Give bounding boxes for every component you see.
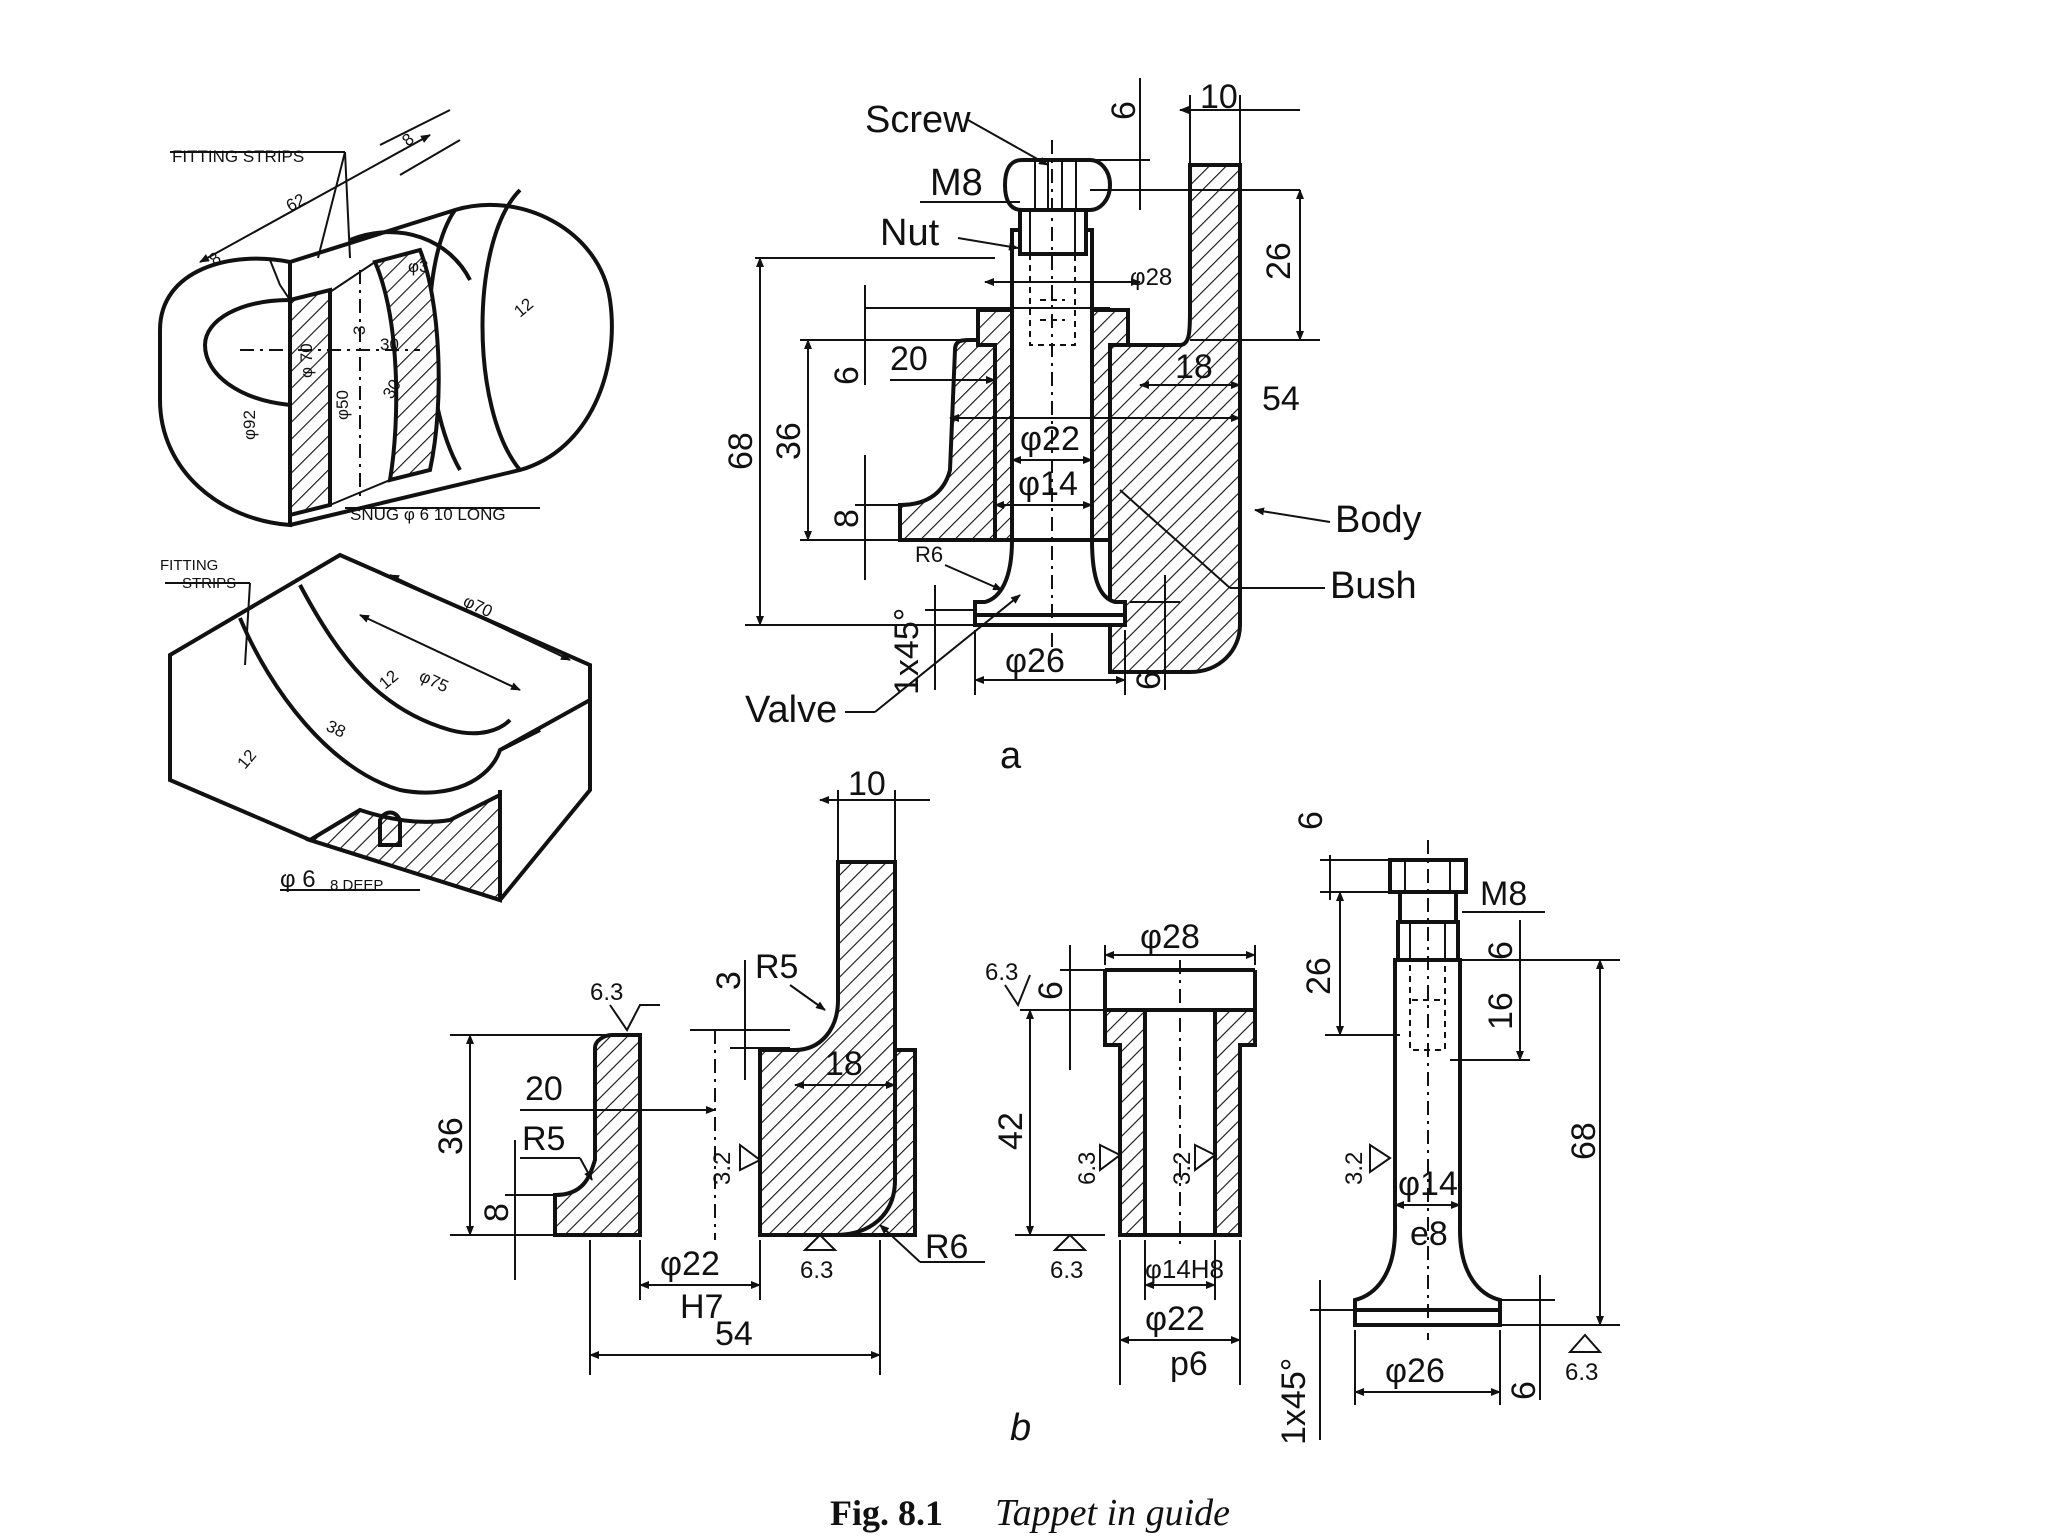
- asm-dim-6: 6: [828, 366, 866, 385]
- valve-dim-chamfer: 1x45°: [1275, 1358, 1313, 1445]
- body-fin-3-2: 3.2: [709, 1152, 736, 1185]
- body-dim-3: 3: [710, 971, 748, 990]
- view-label-a: a: [1000, 735, 1022, 777]
- label-nut: Nut: [880, 212, 940, 254]
- asm-dim-6-top: 6: [1105, 101, 1143, 120]
- iso-guide-top: FITTING STRIPS 8 8 62 φ3 12 φ 70 3 30 30…: [158, 109, 614, 528]
- iso-dim-30a: 30: [380, 335, 399, 354]
- valve-dim-16: 16: [1482, 992, 1520, 1030]
- body-detail-right: [758, 860, 897, 1237]
- asm-dim-phi14: φ14: [1018, 465, 1078, 503]
- body-dim-18: 18: [825, 1045, 863, 1083]
- iso-dim-62: 62: [283, 190, 309, 216]
- valve-fin-6-3: 6.3: [1565, 1359, 1598, 1386]
- asm-dim-chamfer: 1x45°: [888, 608, 926, 695]
- body-fin-6-3a: 6.3: [590, 979, 623, 1006]
- asm-dim-68: 68: [722, 432, 760, 470]
- bush-dim-phi14h8: φ14H8: [1145, 1254, 1224, 1284]
- body-detail-boss: [553, 1033, 642, 1237]
- body-dim-54: 54: [715, 1315, 753, 1353]
- iso-dim-phi70: φ 70: [297, 343, 316, 378]
- iso-hole-label: φ 6: [280, 866, 316, 893]
- asm-dim-36: 36: [770, 422, 808, 460]
- asm-dim-10: 10: [1200, 78, 1238, 116]
- iso-dim-phi92: φ92: [240, 410, 259, 440]
- bush-dim-phi22: φ22: [1145, 1300, 1205, 1338]
- valve-dim-phi26: φ26: [1385, 1352, 1445, 1390]
- body-dim-36: 36: [432, 1117, 470, 1155]
- valve-dim-m8: M8: [1480, 875, 1527, 913]
- iso-dim-12: 12: [510, 294, 537, 321]
- body-fin-6-3b: 6.3: [800, 1257, 833, 1284]
- asm-dim-54: 54: [1262, 380, 1300, 418]
- body-dim-r6: R6: [925, 1228, 968, 1266]
- asm-dim-26: 26: [1260, 242, 1298, 280]
- asm-dim-6-bottom: 6: [1130, 671, 1168, 690]
- body-dim-20: 20: [525, 1070, 563, 1108]
- asm-dim-r6: R6: [915, 542, 943, 567]
- iso-dim-38: 38: [323, 716, 348, 741]
- iso-dim-phi3: φ3: [408, 257, 428, 276]
- bush-detail: φ28 6.3 6 42 6.3 3.2 6.3 φ14H8 φ22 p6: [985, 918, 1257, 1385]
- bush-dim-p6: p6: [1170, 1345, 1208, 1383]
- iso-strips-label: STRIPS: [182, 575, 236, 592]
- assembly-section: Screw M8 Nut Body Bush Valve 10 6 26 φ28…: [722, 78, 1422, 777]
- body-dim-10: 10: [848, 765, 886, 803]
- iso-dim-8a: 8: [398, 129, 417, 150]
- valve-dim-e8: e8: [1410, 1215, 1448, 1253]
- label-bush: Bush: [1330, 565, 1417, 607]
- label-valve: Valve: [745, 689, 837, 731]
- asm-dim-20: 20: [890, 340, 928, 378]
- bush-dim-42: 42: [992, 1112, 1030, 1150]
- body-dim-r5: R5: [522, 1120, 565, 1158]
- iso-deep-label: 8 DEEP: [330, 877, 383, 894]
- valve-dim-6c: 6: [1505, 1381, 1543, 1400]
- body-dim-8: 8: [478, 1203, 516, 1222]
- bush-dim-phi28: φ28: [1140, 918, 1200, 956]
- bush-detail-left: [1103, 1008, 1147, 1237]
- screw-head: [1002, 158, 1113, 212]
- asm-dim-18: 18: [1175, 348, 1213, 386]
- bush-detail-right: [1213, 1008, 1257, 1237]
- valve-detail: 6 M8 26 6 16 3.2 φ14 e8 68 1x45° φ26 6 6…: [1275, 811, 1620, 1445]
- iso-dim-12b: 12: [234, 746, 261, 773]
- iso-dim-phi75: φ75: [416, 666, 451, 696]
- iso-fitting-strips-label: FITTING STRIPS: [172, 147, 304, 166]
- bush-fin-6-3c: 6.3: [1050, 1257, 1083, 1284]
- bush-fin-3-2: 3.2: [1169, 1152, 1196, 1185]
- bush-fin-6-3a: 6.3: [985, 959, 1018, 986]
- iso-dim-phi50: φ50: [333, 390, 352, 420]
- valve-fin-3-2: 3.2: [1341, 1152, 1368, 1185]
- iso-snug-label: SNUG φ 6 10 LONG: [350, 505, 506, 524]
- iso-fitting-label: FITTING: [160, 557, 218, 574]
- body-detail: 10 R5 3 18 R6 36 20 R5 8 φ22 H7 54 6.3 3…: [432, 765, 985, 1375]
- label-screw: Screw: [865, 99, 971, 141]
- iso-dim-12a: 12: [375, 666, 402, 693]
- view-label-b: b: [1010, 1407, 1031, 1449]
- valve-dim-phi14: φ14: [1398, 1165, 1458, 1203]
- valve-dim-6b: 6: [1482, 941, 1520, 960]
- label-m8: M8: [930, 162, 983, 204]
- bush-dim-6: 6: [1032, 981, 1070, 1000]
- asm-dim-phi22: φ22: [1020, 420, 1080, 458]
- figure-title: Tappet in guide: [995, 1492, 1230, 1534]
- body-dim-h7: H7: [680, 1288, 723, 1326]
- asm-dim-8: 8: [828, 509, 866, 528]
- label-body: Body: [1335, 499, 1422, 541]
- iso-guide-bottom: FITTING STRIPS φ70 φ75 12 38 12 φ 6 8 DE…: [160, 552, 592, 903]
- valve-dim-68: 68: [1565, 1122, 1603, 1160]
- bush-fin-6-3b: 6.3: [1074, 1152, 1101, 1185]
- body-dim-r5-top: R5: [755, 948, 798, 986]
- valve-dim-26: 26: [1300, 957, 1338, 995]
- iso-dim-phi70-b: φ70: [460, 591, 495, 621]
- asm-dim-phi26: φ26: [1005, 642, 1065, 680]
- asm-dim-phi28: φ28: [1130, 264, 1172, 291]
- valve-dim-6: 6: [1292, 811, 1330, 830]
- iso-dim-3: 3: [350, 326, 369, 335]
- body-dim-phi22: φ22: [660, 1245, 720, 1283]
- figure-number: Fig. 8.1: [830, 1493, 943, 1533]
